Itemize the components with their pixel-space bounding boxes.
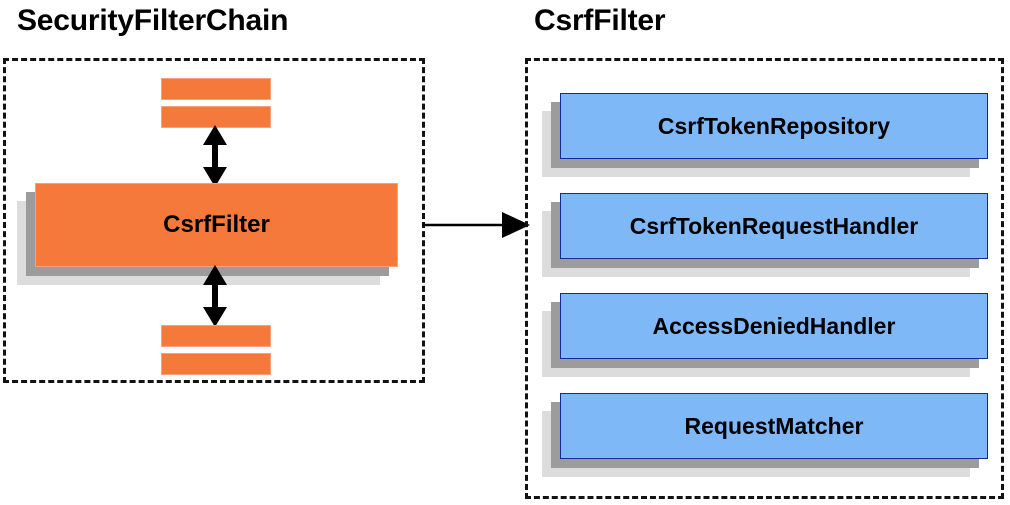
arrow-down-double xyxy=(203,265,227,327)
filter-bar-bottom-2 xyxy=(161,353,271,375)
collaborator-card-label: CsrfTokenRepository xyxy=(657,112,891,139)
csrf-filter-box[interactable]: CsrfFilter xyxy=(35,183,398,267)
right-panel-title: CsrfFilter xyxy=(534,4,666,37)
collaborator-card-label: RequestMatcher xyxy=(684,412,864,439)
collaborator-card-stack: RequestMatcher xyxy=(542,393,988,477)
left-panel-title: SecurityFilterChain xyxy=(17,4,289,37)
filter-bar-top-1 xyxy=(161,78,271,100)
csrf-filter-panel xyxy=(525,58,1004,499)
security-filter-chain-panel xyxy=(3,58,425,383)
collaborator-card-request-matcher[interactable]: RequestMatcher xyxy=(560,393,988,459)
collaborator-card-csrf-token-request-handler[interactable]: CsrfTokenRequestHandler xyxy=(560,193,988,259)
connector-arrow xyxy=(422,212,530,238)
csrf-filter-box-stack: CsrfFilter xyxy=(17,183,398,285)
filter-bar-bottom-1 xyxy=(161,325,271,347)
collaborator-card-stack: CsrfTokenRequestHandler xyxy=(542,193,988,277)
collaborator-card-access-denied-handler[interactable]: AccessDeniedHandler xyxy=(560,293,988,359)
collaborator-card-stack: AccessDeniedHandler xyxy=(542,293,988,377)
csrf-filter-box-label: CsrfFilter xyxy=(163,211,270,238)
arrow-up-double xyxy=(203,125,227,187)
collaborator-card-label: AccessDeniedHandler xyxy=(652,312,896,339)
collaborator-card-stack: CsrfTokenRepository xyxy=(542,93,988,177)
collaborator-card-label: CsrfTokenRequestHandler xyxy=(629,212,919,239)
collaborator-card-csrf-token-repository[interactable]: CsrfTokenRepository xyxy=(560,93,988,159)
